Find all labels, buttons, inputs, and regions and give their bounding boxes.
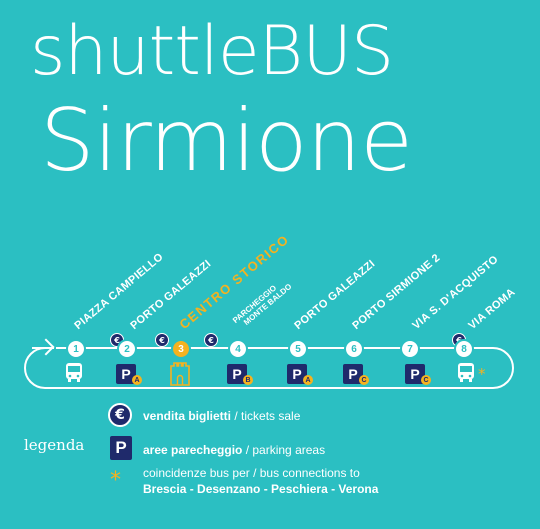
parking-icon: P A	[116, 364, 142, 385]
parking-letter: P	[292, 366, 302, 382]
euro-icon: €	[204, 333, 218, 347]
route-loop	[24, 347, 514, 389]
parking-zone-badge: C	[421, 375, 431, 385]
stop-number-4: 4	[228, 339, 248, 359]
title-shuttlebus: shuttleBUS	[30, 12, 394, 91]
parking-letter: P	[410, 366, 420, 382]
castle-icon	[170, 362, 190, 386]
stop-number-8: 8	[454, 339, 474, 359]
legend-parking-it: aree parecheggio	[143, 443, 243, 457]
parking-letter: P	[232, 366, 242, 382]
title-sirmione: Sirmione	[40, 91, 413, 191]
legend-euro-icon: €	[108, 403, 132, 427]
bus-icon	[458, 363, 474, 382]
legend-tickets: vendita biglietti / tickets sale	[143, 409, 300, 423]
legend-parking-en: / parking areas	[242, 443, 326, 457]
stop-label-8: VIA ROMA	[466, 286, 518, 332]
legend-destinations: Brescia - Desenzano - Peschiera - Verona	[143, 482, 379, 496]
legend-tickets-it: vendita biglietti	[143, 409, 232, 423]
legend-tickets-en: / tickets sale	[231, 409, 301, 423]
legend-bus-connections: coincidenze bus per / bus connections to	[143, 466, 360, 480]
route-start-line	[32, 347, 54, 349]
legend-title: legenda	[24, 436, 85, 454]
stop-label-1: PIAZZA CAMPIELLO	[72, 250, 166, 332]
stop-number-7: 7	[400, 339, 420, 359]
stop-number-2: 2	[117, 339, 137, 359]
euro-icon: €	[155, 333, 169, 347]
parking-zone-badge: A	[132, 375, 142, 385]
parking-icon: P C	[343, 364, 369, 385]
bus-icon	[66, 363, 82, 382]
stop-number-5: 5	[288, 339, 308, 359]
parking-zone-badge: A	[303, 375, 313, 385]
legend-parking: aree parecheggio / parking areas	[143, 443, 325, 457]
stop-number-6: 6	[344, 339, 364, 359]
parking-zone-badge: B	[243, 375, 253, 385]
stop-number-1: 1	[66, 339, 86, 359]
legend-parking-icon: P	[110, 436, 132, 460]
parking-icon: P C	[405, 364, 431, 385]
parking-letter: P	[121, 366, 131, 382]
legend-star-icon: *	[110, 468, 121, 493]
parking-icon: P B	[227, 364, 253, 385]
parking-zone-badge: C	[359, 375, 369, 385]
parking-letter: P	[348, 366, 358, 382]
parking-icon: P A	[287, 364, 313, 385]
stop-number-3: 3	[171, 339, 191, 359]
star-icon: *	[478, 365, 486, 383]
